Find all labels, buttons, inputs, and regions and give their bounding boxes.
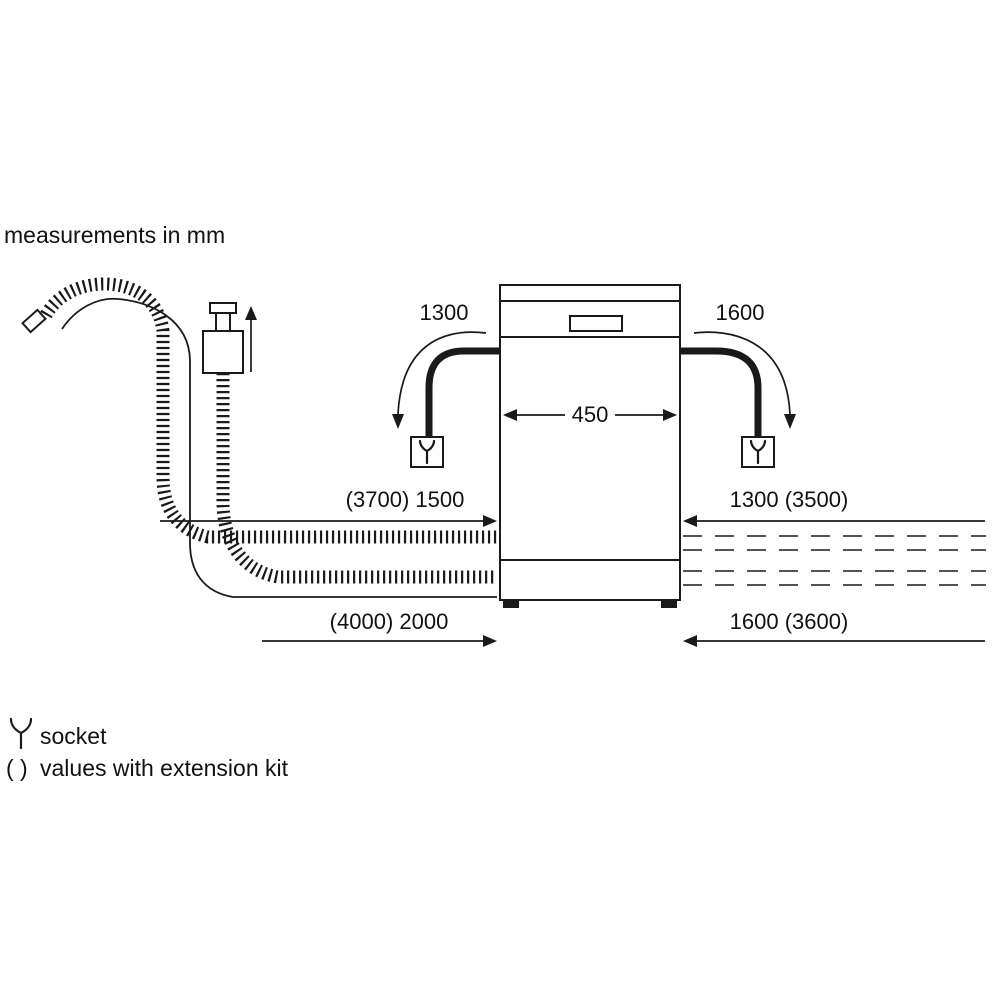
tap-neck <box>215 312 231 332</box>
dishwasher-body <box>499 284 681 601</box>
legend: socket ( ) values with extension kit <box>6 717 289 781</box>
valve-body <box>202 330 244 374</box>
dishwasher <box>499 284 681 608</box>
power-cord <box>61 297 497 598</box>
socket-icon <box>9 717 33 750</box>
legend-extension-prefix: ( ) <box>6 755 28 781</box>
supply-hose <box>216 373 497 584</box>
arrowhead-right-icon <box>483 515 497 527</box>
hose-left-label: (3700) 1500 <box>346 487 465 512</box>
cord-right-label: 1600 (3600) <box>730 609 849 634</box>
left-socket-routing: 1300 <box>392 300 500 468</box>
legend-socket-label: socket <box>40 723 107 749</box>
left-power-cable <box>425 347 500 436</box>
arrowhead-right-icon <box>483 635 497 647</box>
left-socket-distance-label: 1300 <box>420 300 469 325</box>
arrowhead-left-icon <box>683 515 697 527</box>
drain-hose <box>40 277 497 544</box>
hose-dimension-left: (3700) 1500 <box>160 487 497 527</box>
arrowhead-right-icon <box>663 409 677 421</box>
right-foot <box>661 600 677 608</box>
width-label: 450 <box>572 402 609 427</box>
diagram-title: measurements in mm <box>4 222 225 248</box>
cord-left-label: (4000) 2000 <box>330 609 449 634</box>
arrowhead-left-icon <box>503 409 517 421</box>
legend-extension-label: values with extension kit <box>40 755 289 781</box>
socket-icon <box>418 439 436 465</box>
left-curved-dim-arrow <box>397 331 487 415</box>
arrowhead-up-icon <box>245 306 257 320</box>
right-curved-dim-arrow <box>693 331 791 415</box>
tap-valve <box>202 302 257 374</box>
cord-dimension-right: 1600 (3600) <box>683 609 985 647</box>
cord-dimension-left: (4000) 2000 <box>262 609 497 647</box>
hose-bundle <box>21 277 497 598</box>
arrowhead-left-icon <box>683 635 697 647</box>
width-dimension: 450 <box>503 402 677 427</box>
control-panel-display <box>569 315 623 332</box>
right-power-cable <box>680 347 762 436</box>
left-foot <box>503 600 519 608</box>
drain-hose-fitting <box>21 308 47 334</box>
arrowhead-down-icon <box>784 414 796 429</box>
hose-dimension-right: 1300 (3500) <box>683 487 986 586</box>
right-socket-routing: 1600 <box>680 300 796 468</box>
hose-right-label: 1300 (3500) <box>730 487 849 512</box>
right-socket-distance-label: 1600 <box>716 300 765 325</box>
tap-handle <box>209 302 237 314</box>
arrowhead-down-icon <box>392 414 404 429</box>
socket-icon <box>749 439 767 465</box>
